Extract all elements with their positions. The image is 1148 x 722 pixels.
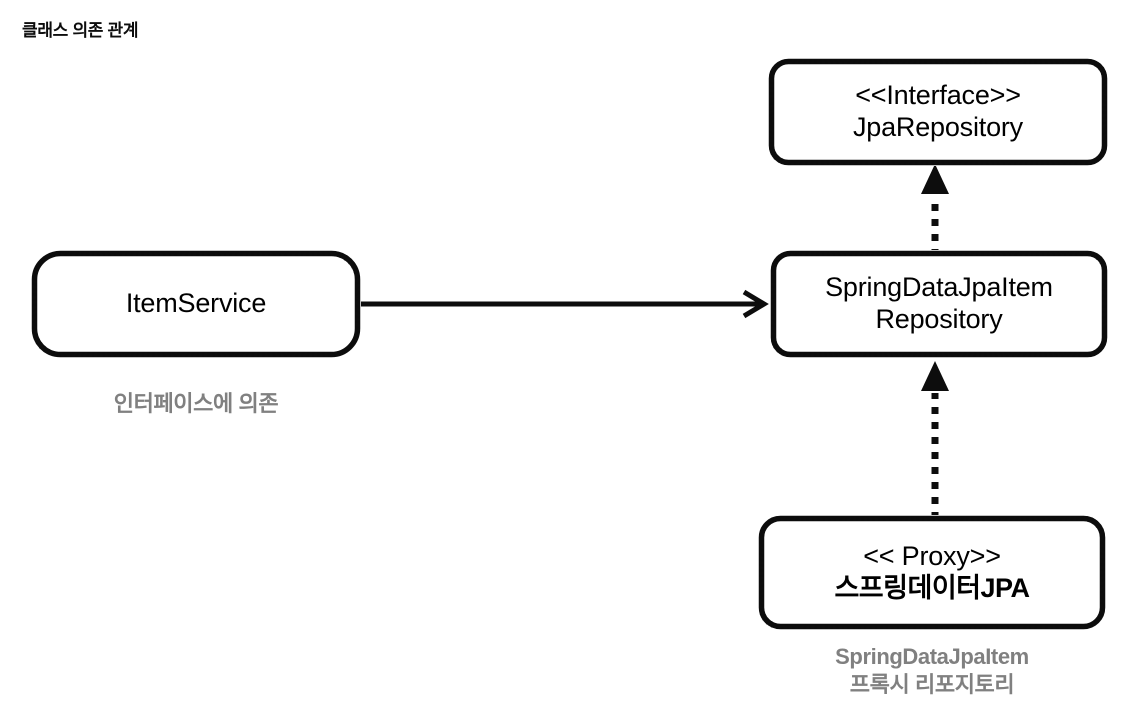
- node-name-line-2: Repository: [875, 304, 1003, 334]
- node-stereotype: << Proxy>>: [863, 540, 1001, 571]
- connector-itemservice-to-repository: [356, 289, 769, 319]
- caption-proxy: SpringDataJpaItem 프록시 리포지토리: [758, 643, 1106, 699]
- caption-proxy-line-1: SpringDataJpaItem: [835, 644, 1029, 669]
- connector-repository-to-jparepository: [921, 164, 949, 256]
- node-spring-data-jpa-item-repository[interactable]: SpringDataJpaItem Repository: [770, 250, 1108, 358]
- caption-proxy-line-2: 프록시 리포지토리: [849, 672, 1015, 698]
- node-stereotype: <<Interface>>: [855, 80, 1021, 111]
- node-proxy[interactable]: << Proxy>> 스프링데이터JPA: [758, 515, 1106, 630]
- caption-item-service: 인터페이스에 의존: [113, 391, 279, 416]
- node-name: JpaRepository: [853, 112, 1023, 142]
- node-name: 스프링데이터JPA: [834, 572, 1030, 603]
- connector-proxy-to-repository: [921, 361, 949, 519]
- node-jpa-repository[interactable]: <<Interface>> JpaRepository: [768, 58, 1108, 166]
- node-item-service[interactable]: ItemService: [31, 250, 361, 358]
- node-name: ItemService: [125, 288, 267, 319]
- node-name-line-1: SpringDataJpaItem: [825, 272, 1053, 303]
- page-title: 클래스 의존 관계: [22, 21, 139, 40]
